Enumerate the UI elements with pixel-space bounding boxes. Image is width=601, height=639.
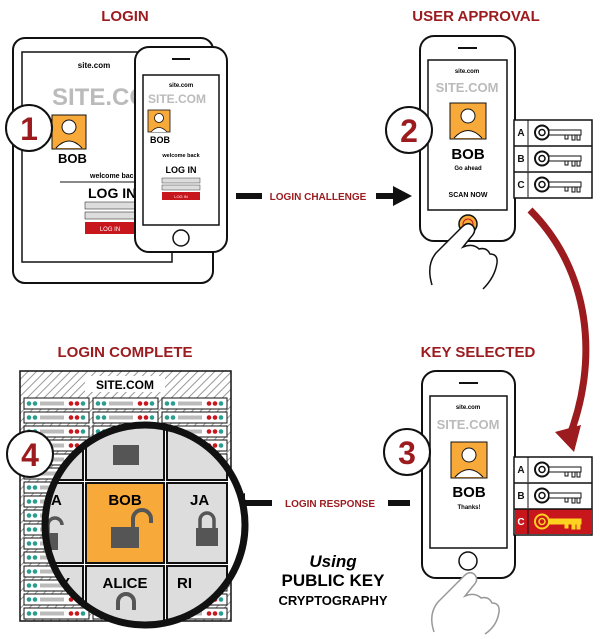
phone2-go-ahead: Go ahead xyxy=(454,166,482,172)
step-login-title: LOGIN xyxy=(101,8,149,25)
phone3-user: BOB xyxy=(452,484,486,501)
key-label-a: A xyxy=(517,465,524,476)
phone1-login-heading: LOG IN xyxy=(166,165,197,175)
cell-label-alice: ALICE xyxy=(103,575,148,592)
phone1-url: site.com xyxy=(169,83,193,89)
key-icon xyxy=(534,487,582,504)
phone-approval: site.com SITE.COM BOB Go ahead SCAN NOW xyxy=(419,35,516,242)
phone3-thanks: Thanks! xyxy=(457,505,480,511)
step-2-number: 2 xyxy=(400,113,418,149)
tablet-login-button-label: LOG IN xyxy=(100,227,120,233)
key-label-a: A xyxy=(517,128,524,139)
step-approval-title: USER APPROVAL xyxy=(412,8,540,25)
tablet-url: site.com xyxy=(78,61,110,70)
key-label-b: B xyxy=(517,154,524,165)
key-row-c[interactable]: C xyxy=(514,508,592,534)
padlock-icon xyxy=(113,445,139,465)
tablet-user: BOB xyxy=(58,151,87,166)
phone3-url: site.com xyxy=(456,405,480,411)
tablet-login-heading: LOG IN xyxy=(88,185,136,201)
cell-label-right: JA xyxy=(190,492,209,509)
key-icon xyxy=(534,150,582,167)
tablet-password-field[interactable] xyxy=(84,211,136,220)
phone2-brand: SITE.COM xyxy=(436,80,499,95)
server-unit xyxy=(23,411,90,424)
cell-label-bottom-right: RI xyxy=(177,575,192,592)
step-4-badge xyxy=(6,430,54,478)
server-unit xyxy=(161,411,228,424)
step-1-badge xyxy=(5,104,53,152)
phone2-scan-now: SCAN NOW xyxy=(449,192,488,199)
step-selected-title: KEY SELECTED xyxy=(421,344,536,361)
server-unit xyxy=(23,397,90,410)
login-response-arrow: LOGIN RESPONSE xyxy=(226,493,410,513)
step-1-number: 1 xyxy=(20,111,38,147)
phone3-brand: SITE.COM xyxy=(437,417,500,432)
tablet-login-button[interactable] xyxy=(85,222,135,234)
key-panel-approval: A B C xyxy=(513,119,593,199)
phone-selected: site.com SITE.COM BOB Thanks! xyxy=(421,370,516,579)
phone1-username-field[interactable] xyxy=(161,177,201,184)
phone1-user: BOB xyxy=(150,135,171,145)
server-unit xyxy=(161,397,228,410)
caption-using: Using xyxy=(309,552,357,571)
phone3-home-button[interactable] xyxy=(458,551,478,571)
cell-label-left: A xyxy=(51,492,62,509)
server-brand: SITE.COM xyxy=(96,378,154,392)
key-row-c[interactable]: C xyxy=(514,171,592,197)
hand-icon xyxy=(429,223,498,290)
padlock-open-icon xyxy=(111,527,139,548)
phone1-login-button-label: LOG IN xyxy=(174,194,188,199)
caption-line1: PUBLIC KEY xyxy=(282,571,386,590)
phone1-password-field[interactable] xyxy=(161,184,201,191)
key-label-c: C xyxy=(517,517,524,528)
key-panel-selected: A B C xyxy=(513,456,593,536)
key-row-a[interactable]: A xyxy=(517,457,582,482)
phone1-home-button[interactable] xyxy=(172,229,190,247)
key-icon xyxy=(534,124,582,141)
key-row-b[interactable]: B xyxy=(514,482,592,508)
login-challenge-label: LOGIN CHALLENGE xyxy=(270,192,367,203)
phone2-user: BOB xyxy=(451,146,485,163)
phone2-url: site.com xyxy=(455,69,479,75)
key-row-a[interactable]: A xyxy=(517,120,582,145)
key-icon xyxy=(534,176,582,193)
phone1-welcome: welcome back xyxy=(161,153,200,159)
phone1-login-button[interactable] xyxy=(162,192,200,200)
key-label-b: B xyxy=(517,491,524,502)
key-select-arrow xyxy=(527,207,590,442)
server-unit xyxy=(92,411,159,424)
key-label-c: C xyxy=(517,180,524,191)
step-4-number: 4 xyxy=(21,437,39,473)
phone-login: site.com SITE.COM BOB welcome back LOG I… xyxy=(134,46,228,253)
tablet-welcome: welcome back xyxy=(89,173,138,180)
cell-label-bob: BOB xyxy=(108,492,142,509)
caption-line2: CRYPTOGRAPHY xyxy=(278,593,387,608)
step-2-badge xyxy=(385,106,433,154)
step-3-number: 3 xyxy=(398,435,416,471)
step-3-badge xyxy=(383,428,431,476)
key-row-b[interactable]: B xyxy=(514,145,592,171)
padlock-icon xyxy=(196,528,218,546)
hand-icon-faded xyxy=(431,572,500,635)
key-icon xyxy=(534,513,582,530)
key-select-arrowhead xyxy=(555,425,581,452)
login-challenge-arrow: LOGIN CHALLENGE xyxy=(236,186,412,206)
server-unit xyxy=(92,397,159,410)
phone1-brand: SITE.COM xyxy=(148,92,206,106)
login-response-label: LOGIN RESPONSE xyxy=(285,499,375,510)
tablet-username-field[interactable] xyxy=(84,201,136,210)
step-complete-title: LOGIN COMPLETE xyxy=(58,344,193,361)
server-unit xyxy=(23,607,90,620)
key-icon xyxy=(534,461,582,478)
